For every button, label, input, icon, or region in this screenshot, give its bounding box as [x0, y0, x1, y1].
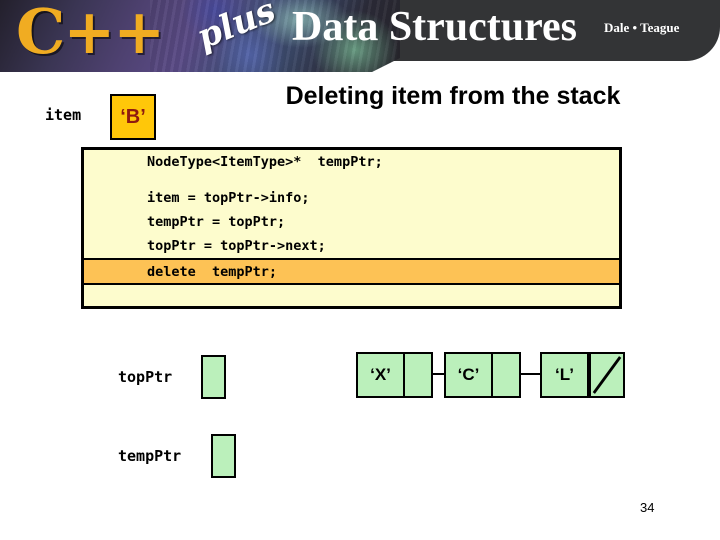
- tempptr-box: [211, 434, 236, 478]
- banner-photo-texture: [0, 0, 400, 72]
- list-node-2-link: [493, 354, 519, 396]
- list-node-2-info: ‘C’: [446, 354, 493, 396]
- item-variable-value: ‘B’: [120, 105, 146, 128]
- code-line-highlighted: delete tempPtr;: [84, 258, 619, 285]
- slide-title: Deleting item from the stack: [285, 82, 621, 110]
- list-node-2: ‘C’: [444, 352, 521, 398]
- item-variable-box: ‘B’: [110, 94, 156, 140]
- code-line: [84, 285, 619, 306]
- list-node-3-info: ‘L’: [542, 354, 589, 396]
- code-block: NodeType<ItemType>* tempPtr; item = topPt…: [81, 147, 622, 309]
- title-banner: C++ plus Data Structures Dale • Teague: [0, 0, 720, 74]
- code-line: [84, 174, 619, 186]
- list-node-3-null-link: [589, 354, 623, 396]
- list-node-1-link: [405, 354, 431, 396]
- code-line: NodeType<ItemType>* tempPtr;: [147, 154, 383, 170]
- null-pointer-slash-icon: [592, 356, 622, 394]
- logo-book-title: Data Structures: [292, 4, 578, 50]
- logo-cpp-text: C++: [16, 0, 165, 68]
- code-line: topPtr = topPtr->next;: [147, 238, 326, 254]
- list-node-3: ‘L’: [540, 352, 625, 398]
- code-line: tempPtr = topPtr;: [147, 214, 286, 230]
- list-node-1-info: ‘X’: [358, 354, 405, 396]
- tempptr-label: tempPtr: [118, 447, 182, 465]
- list-node-1: ‘X’: [356, 352, 433, 398]
- topptr-box: [201, 355, 226, 399]
- page-number: 34: [640, 500, 655, 515]
- item-variable-label: item: [45, 106, 82, 124]
- topptr-label: topPtr: [118, 368, 173, 386]
- logo-authors: Dale • Teague: [604, 20, 680, 35]
- code-line: item = topPtr->info;: [147, 190, 310, 206]
